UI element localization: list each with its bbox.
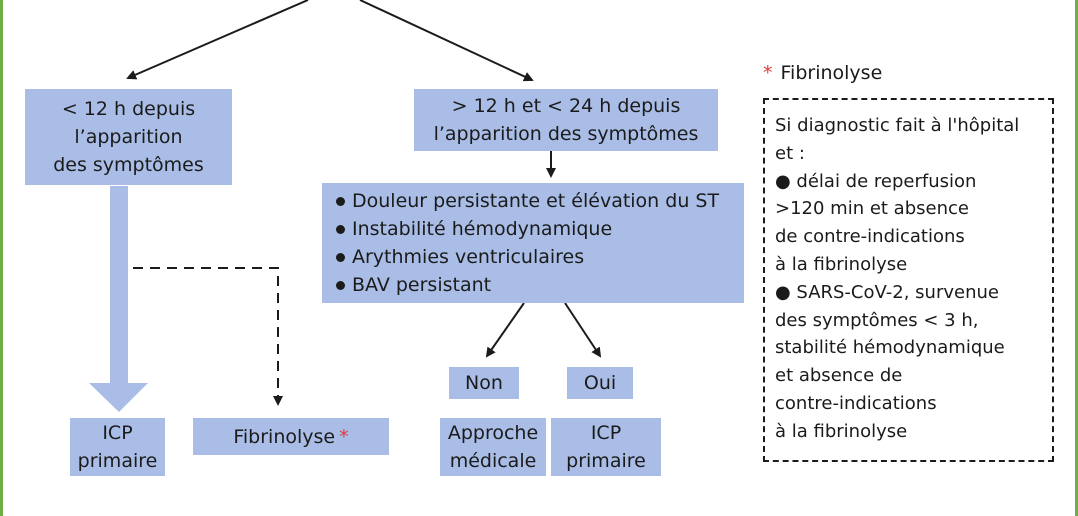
box-icp-primaire-left: ICP primaire <box>70 418 165 476</box>
box-oui: Oui <box>567 367 633 399</box>
asterisk-icon: * <box>763 62 773 84</box>
note-line: Si diagnostic fait à l'hôpital <box>775 115 1020 136</box>
box-gt12-line-2: l’apparition des symptômes <box>433 123 699 145</box>
box-approche-medicale: Approche médicale <box>440 418 546 476</box>
box-lt12-line-3: des symptômes <box>53 154 204 176</box>
note-line: stabilité hémodynamique <box>775 337 1005 359</box>
fibrinolyse-label: Fibrinolyse <box>233 425 336 448</box>
box-non: Non <box>449 367 519 399</box>
arrow-to-oui <box>564 302 602 358</box>
box-12-to-24h: > 12 h et < 24 h depuis l’apparition des… <box>414 89 718 151</box>
note-line: de contre-indications <box>775 226 965 248</box>
bullet-icon <box>336 252 345 262</box>
green-frame-left-border <box>0 0 3 516</box>
note-line: à la fibrinolyse <box>775 420 908 442</box>
box-icp-primaire-right: ICP primaire <box>551 418 661 476</box>
box-lt12-line-2: l’apparition <box>74 126 183 148</box>
note-line: et : <box>775 142 805 164</box>
note-line: ● SARS-CoV-2, survenue <box>775 281 999 303</box>
arrow-to-lt12 <box>126 0 309 80</box>
thick-arrow-head <box>89 383 148 412</box>
criteria-item-text: Arythmies ventriculaires <box>352 246 585 268</box>
oui-label: Oui <box>583 372 617 394</box>
thick-arrow-shaft <box>110 186 128 386</box>
icp-left-line-2: primaire <box>77 450 158 472</box>
box-criteria: Douleur persistante et élévation du ST I… <box>322 183 744 303</box>
approche-line-2: médicale <box>449 450 537 472</box>
icp-left-line-1: ICP <box>102 422 133 444</box>
criteria-item: BAV persistant <box>336 271 491 299</box>
note-line: à la fibrinolyse <box>775 253 908 275</box>
criteria-item: Douleur persistante et élévation du ST <box>336 187 719 215</box>
green-frame-right-border <box>1075 0 1078 516</box>
dashed-arrow-to-fibrinolyse <box>133 267 283 406</box>
criteria-item-text: Douleur persistante et élévation du ST <box>352 190 720 212</box>
arrow-to-gt12 <box>359 0 534 82</box>
note-line: des symptômes < 3 h, <box>775 309 979 331</box>
note-line: contre-indications <box>775 392 937 414</box>
note-fibrinolyse-conditions: Si diagnostic fait à l'hôpital et : ● dé… <box>763 98 1054 462</box>
criteria-item: Instabilité hémodynamique <box>336 215 612 243</box>
asterisk-icon: * <box>339 425 349 448</box>
note-line: ● délai de reperfusion <box>775 170 977 192</box>
approche-line-1: Approche <box>447 422 539 444</box>
arrow-to-non <box>485 302 525 358</box>
box-gt12-line-1: > 12 h et < 24 h depuis <box>451 95 681 117</box>
icp-right-line-1: ICP <box>590 422 622 444</box>
box-lt12-line-1: < 12 h depuis <box>61 98 196 120</box>
icp-right-line-2: primaire <box>566 450 646 472</box>
note-title-text: Fibrinolyse <box>780 62 883 84</box>
criteria-item-text: Instabilité hémodynamique <box>352 218 613 240</box>
criteria-item: Arythmies ventriculaires <box>336 243 584 271</box>
bullet-icon <box>336 224 345 234</box>
bullet-icon <box>336 280 345 290</box>
note-line: >120 min et absence <box>775 198 969 220</box>
box-less-than-12h: < 12 h depuis l’apparition des symptômes <box>25 89 232 185</box>
bullet-icon <box>336 196 345 206</box>
box-fibrinolyse: Fibrinolyse* <box>193 418 389 455</box>
criteria-item-text: BAV persistant <box>352 274 492 296</box>
note-title: * Fibrinolyse <box>763 62 882 84</box>
note-line: et absence de <box>775 365 903 387</box>
non-label: Non <box>465 372 503 394</box>
